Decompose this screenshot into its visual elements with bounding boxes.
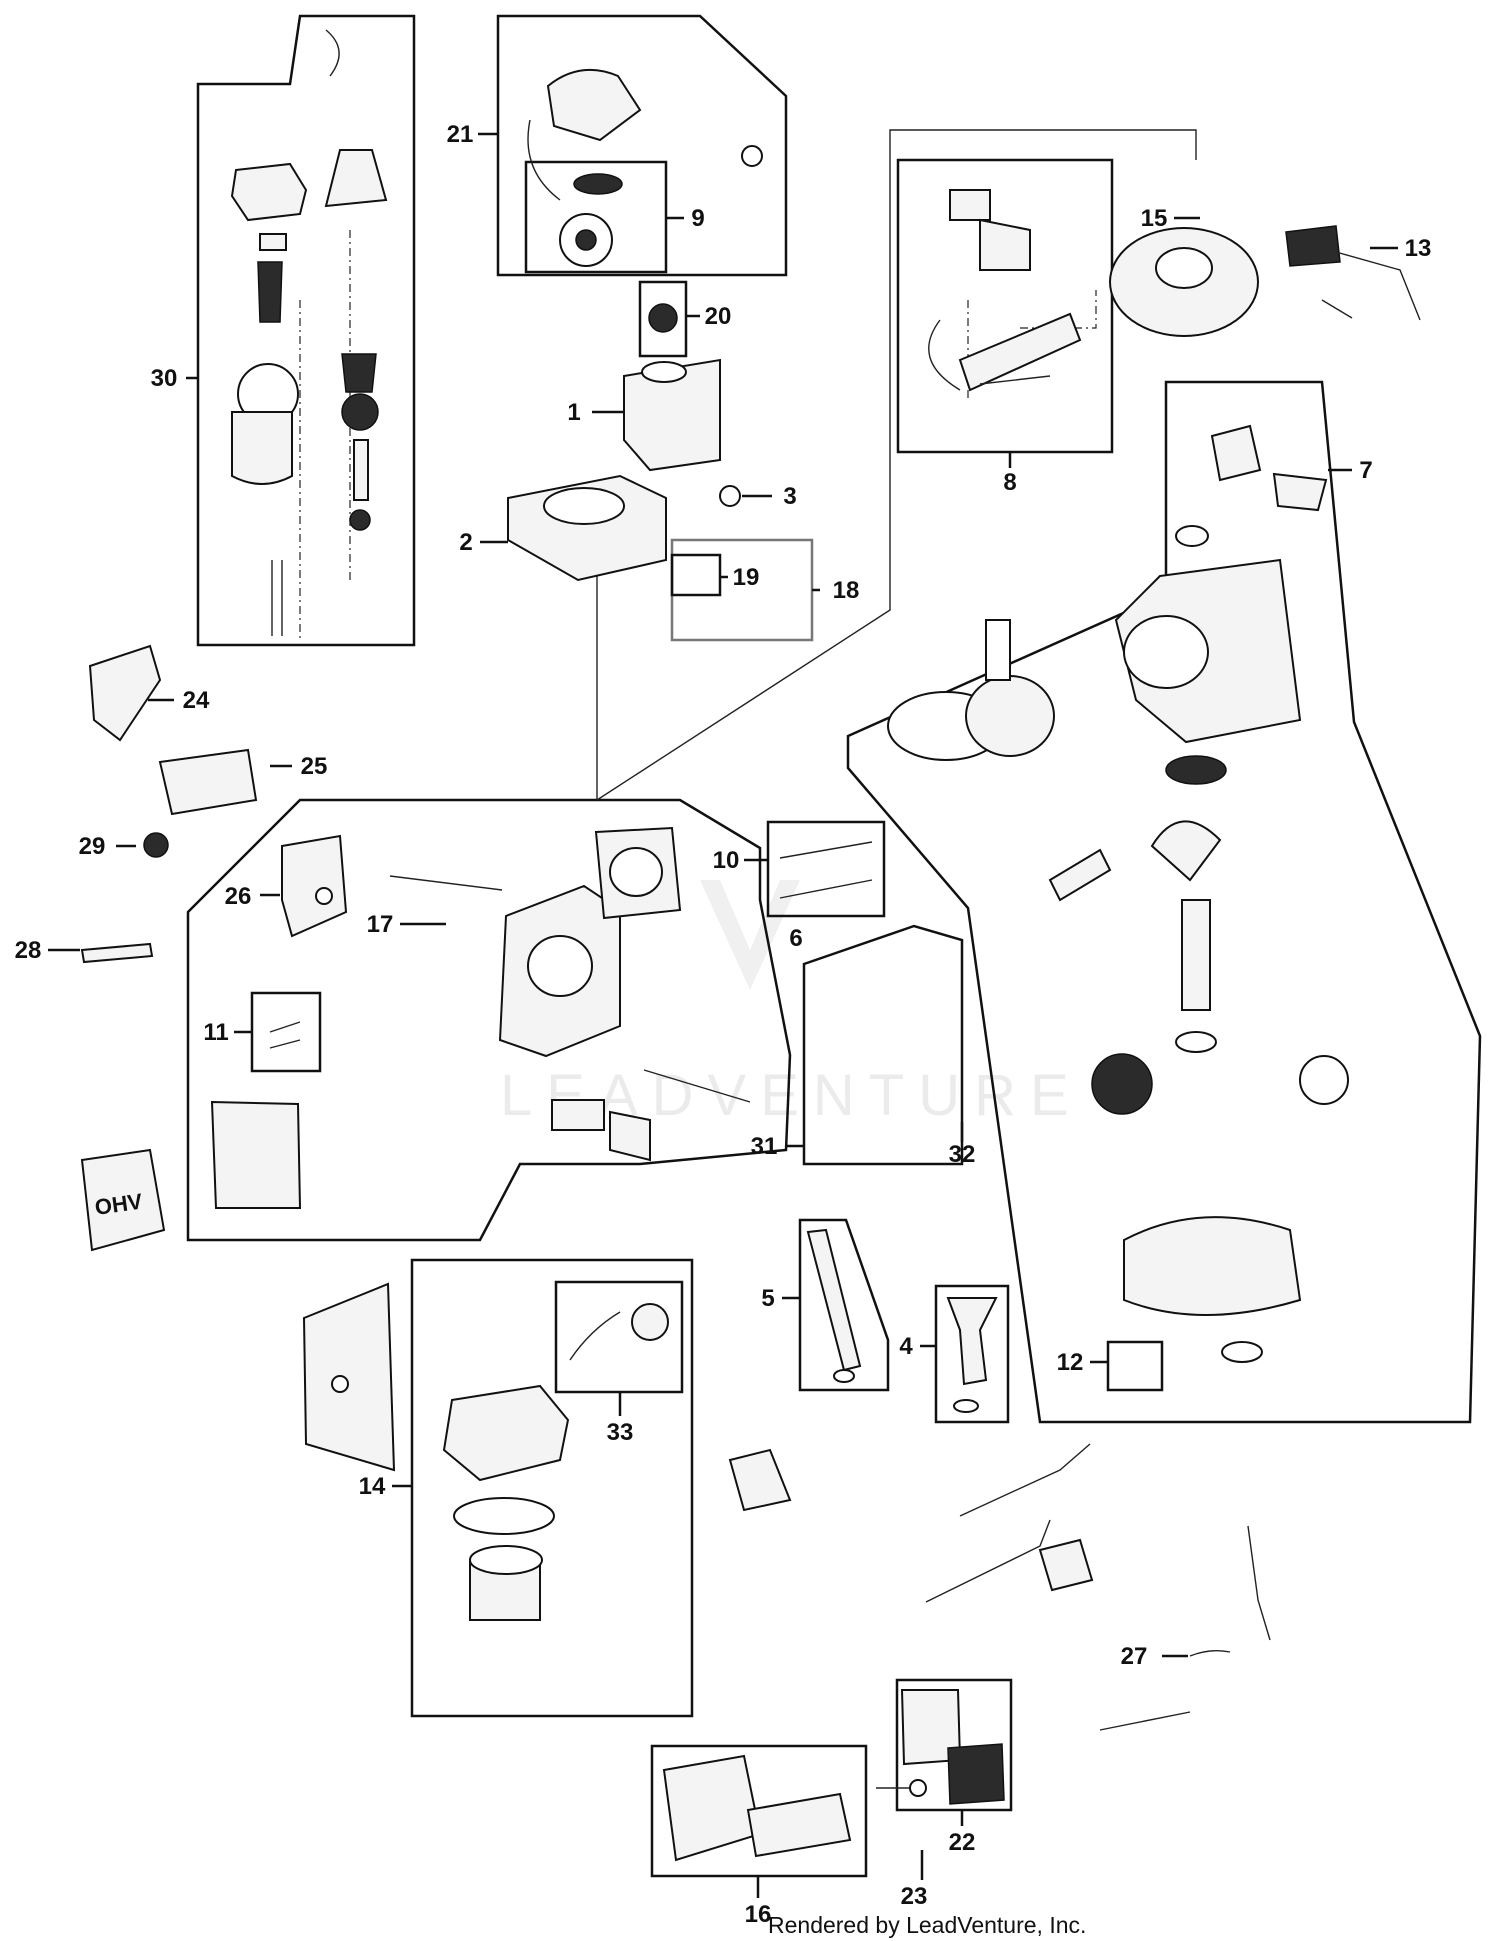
box-20 xyxy=(638,280,688,358)
callout-16: 16 xyxy=(745,1901,772,1928)
callout-4: 4 xyxy=(899,1333,913,1360)
flywheel-and-coil xyxy=(1109,225,1421,337)
callout-26: 26 xyxy=(225,883,252,910)
left-side-parts: OHV xyxy=(80,644,258,1252)
callout-23: 23 xyxy=(901,1883,928,1910)
callout-14: 14 xyxy=(359,1473,386,1500)
callout-leaders xyxy=(48,132,1398,1898)
box-31 xyxy=(802,924,964,1166)
callout-5: 5 xyxy=(761,1285,774,1312)
box-10-pushrods xyxy=(766,820,886,918)
footer-credit: Rendered by LeadVenture, Inc. xyxy=(768,1912,1087,1938)
starter-motor-parts xyxy=(230,29,388,636)
callout-8: 8 xyxy=(1003,469,1016,496)
callout-10: 10 xyxy=(713,847,740,874)
air-filter-parts xyxy=(662,1689,1005,1862)
dipstick-and-oil-fill xyxy=(806,1228,998,1413)
callout-30: 30 xyxy=(151,365,178,392)
box-22-filter xyxy=(895,1678,1013,1812)
box-4-oilfill xyxy=(934,1284,1010,1424)
fuel-tank-parts xyxy=(507,303,741,582)
box-6-head xyxy=(186,798,792,1242)
callout-19: 19 xyxy=(733,564,760,591)
pushrod-parts xyxy=(779,841,873,899)
callout-17: 17 xyxy=(367,911,394,938)
callout-9: 9 xyxy=(691,205,704,232)
watermark: LEADVENTURE xyxy=(500,880,1069,1128)
cylinder-head-parts xyxy=(210,826,751,1209)
connector-flywheel-to-head xyxy=(596,129,1197,801)
callout-2: 2 xyxy=(459,529,472,556)
short-block-parts xyxy=(887,424,1349,1363)
box-11-valves xyxy=(250,991,322,1073)
box-19 xyxy=(670,553,722,597)
box-33 xyxy=(554,1280,684,1394)
callout-20: 20 xyxy=(705,303,732,330)
callout-11: 11 xyxy=(203,1019,228,1046)
callout-25: 25 xyxy=(301,753,328,780)
box-8-governor xyxy=(896,158,1114,454)
callout-3: 3 xyxy=(783,483,796,510)
callout-22: 22 xyxy=(949,1829,976,1856)
callout-32: 32 xyxy=(949,1141,976,1168)
connector-lines xyxy=(299,129,1197,801)
box-12 xyxy=(1106,1340,1164,1392)
recoil-starter-parts xyxy=(527,69,763,267)
callout-1: 1 xyxy=(567,399,580,426)
box-30-starter xyxy=(196,14,416,647)
callout-7: 7 xyxy=(1359,457,1372,484)
callout-15: 15 xyxy=(1141,205,1168,232)
group-outlines xyxy=(186,14,1482,1878)
box-21-recoil xyxy=(496,14,788,277)
callout-6: 6 xyxy=(789,925,802,952)
box-14-carb xyxy=(410,1258,694,1718)
box-7-shortblock xyxy=(846,380,1482,1424)
callout-21: 21 xyxy=(447,121,474,148)
callout-13: 13 xyxy=(1405,235,1432,262)
governor-parts xyxy=(928,189,1082,392)
callout-27: 27 xyxy=(1121,1643,1148,1670)
callout-labels: 1 2 3 4 5 6 7 8 9 10 11 12 13 14 15 16 1… xyxy=(15,121,1432,1928)
box-5-dipstick xyxy=(798,1218,890,1392)
callout-31: 31 xyxy=(751,1133,778,1160)
callout-24: 24 xyxy=(183,687,210,714)
callout-12: 12 xyxy=(1057,1349,1084,1376)
callout-33: 33 xyxy=(607,1419,634,1446)
part-sketches: OHV xyxy=(80,29,1421,1862)
callout-28: 28 xyxy=(15,937,42,964)
throttle-linkage-parts xyxy=(925,1443,1271,1731)
callout-18: 18 xyxy=(833,577,860,604)
callout-29: 29 xyxy=(79,833,106,860)
carburetor-parts xyxy=(302,1282,792,1621)
